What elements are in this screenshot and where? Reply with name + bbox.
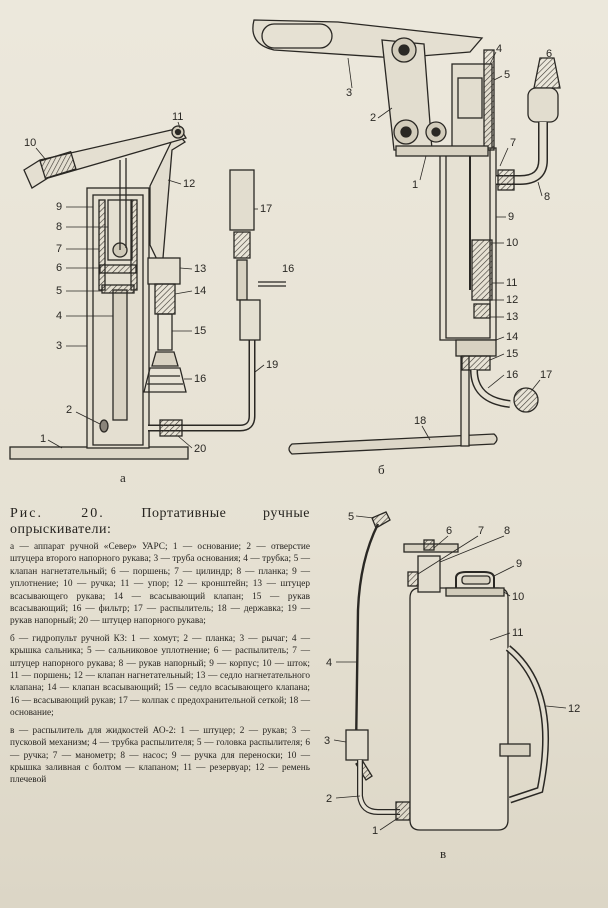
label-a-15: 15 [194, 325, 206, 337]
figure-c-labels: 5 6 7 8 9 10 11 12 4 3 2 1 в [324, 511, 580, 861]
subfig-a-letter: а [120, 470, 126, 485]
figure-title: Портативные ручные опрыскиватели: [10, 506, 310, 537]
label-b-15: 15 [506, 348, 518, 360]
caption-part-a: а — аппарат ручной «Север» УАРС; 1 — осн… [10, 542, 310, 627]
label-c-9: 9 [516, 558, 522, 570]
figure-c-drawing [345, 511, 549, 831]
label-b-4: 4 [496, 43, 502, 55]
label-a-5: 5 [56, 285, 62, 297]
label-a-1: 1 [40, 433, 46, 445]
label-b-2: 2 [370, 112, 376, 124]
label-c-6: 6 [446, 525, 452, 537]
label-b-17: 17 [540, 369, 552, 381]
label-c-10: 10 [512, 591, 524, 603]
label-a-9: 9 [56, 201, 62, 213]
figure-b-drawing [252, 19, 561, 455]
label-a-3: 3 [56, 340, 62, 352]
label-a-16-holder: 16 [282, 263, 294, 275]
label-c-4: 4 [326, 657, 332, 669]
label-b-10: 10 [506, 237, 518, 249]
label-a-13: 13 [194, 263, 206, 275]
figure-b-labels: 3 2 1 4 5 6 7 8 9 10 11 12 13 14 15 16 1… [346, 43, 552, 477]
label-b-3: 3 [346, 87, 352, 99]
caption-part-b: б — гидропульт ручной КЗ: 1 — хомут; 2 —… [10, 633, 310, 719]
label-a-6: 6 [56, 262, 62, 274]
label-b-14: 14 [506, 331, 518, 343]
label-b-6: 6 [546, 48, 552, 60]
label-b-8: 8 [544, 191, 550, 203]
subfig-b-letter: б [378, 462, 385, 477]
label-a-17: 17 [260, 203, 272, 215]
label-a-16: 16 [194, 373, 206, 385]
figure-a-drawing [9, 125, 286, 460]
label-b-5: 5 [504, 69, 510, 81]
label-b-9: 9 [508, 211, 514, 223]
caption-heading: Рис. 20. Портативные ручные опрыскивател… [10, 506, 310, 538]
label-c-3: 3 [324, 735, 330, 747]
figure-a-labels: 11 10 12 9 8 7 6 5 4 3 2 1 13 14 15 16 1… [24, 111, 294, 485]
subfig-c-letter: в [440, 846, 446, 861]
label-c-1: 1 [372, 825, 378, 837]
label-c-7: 7 [478, 525, 484, 537]
label-a-12: 12 [183, 178, 195, 190]
label-b-13: 13 [506, 311, 518, 323]
label-a-19: 19 [266, 359, 278, 371]
label-c-2: 2 [326, 793, 332, 805]
figure-number: Рис. 20. [10, 506, 105, 521]
label-b-7: 7 [510, 137, 516, 149]
label-a-20: 20 [194, 443, 206, 455]
label-a-14: 14 [194, 285, 206, 297]
label-b-1: 1 [412, 179, 418, 191]
label-b-12: 12 [506, 294, 518, 306]
label-a-2: 2 [66, 404, 72, 416]
figure-caption: Рис. 20. Портативные ручные опрыскивател… [10, 506, 310, 792]
label-a-4: 4 [56, 310, 62, 322]
label-a-11: 11 [172, 111, 183, 123]
label-a-7: 7 [56, 243, 62, 255]
label-c-12: 12 [568, 703, 580, 715]
label-b-18: 18 [414, 415, 426, 427]
label-c-5: 5 [348, 511, 354, 523]
label-a-8: 8 [56, 221, 62, 233]
label-c-8: 8 [504, 525, 510, 537]
label-b-16: 16 [506, 369, 518, 381]
label-a-10: 10 [24, 137, 36, 149]
caption-part-c: в — распылитель для жидкостей АО-2: 1 — … [10, 725, 310, 786]
label-c-11: 11 [512, 627, 523, 639]
label-b-11: 11 [506, 277, 517, 289]
